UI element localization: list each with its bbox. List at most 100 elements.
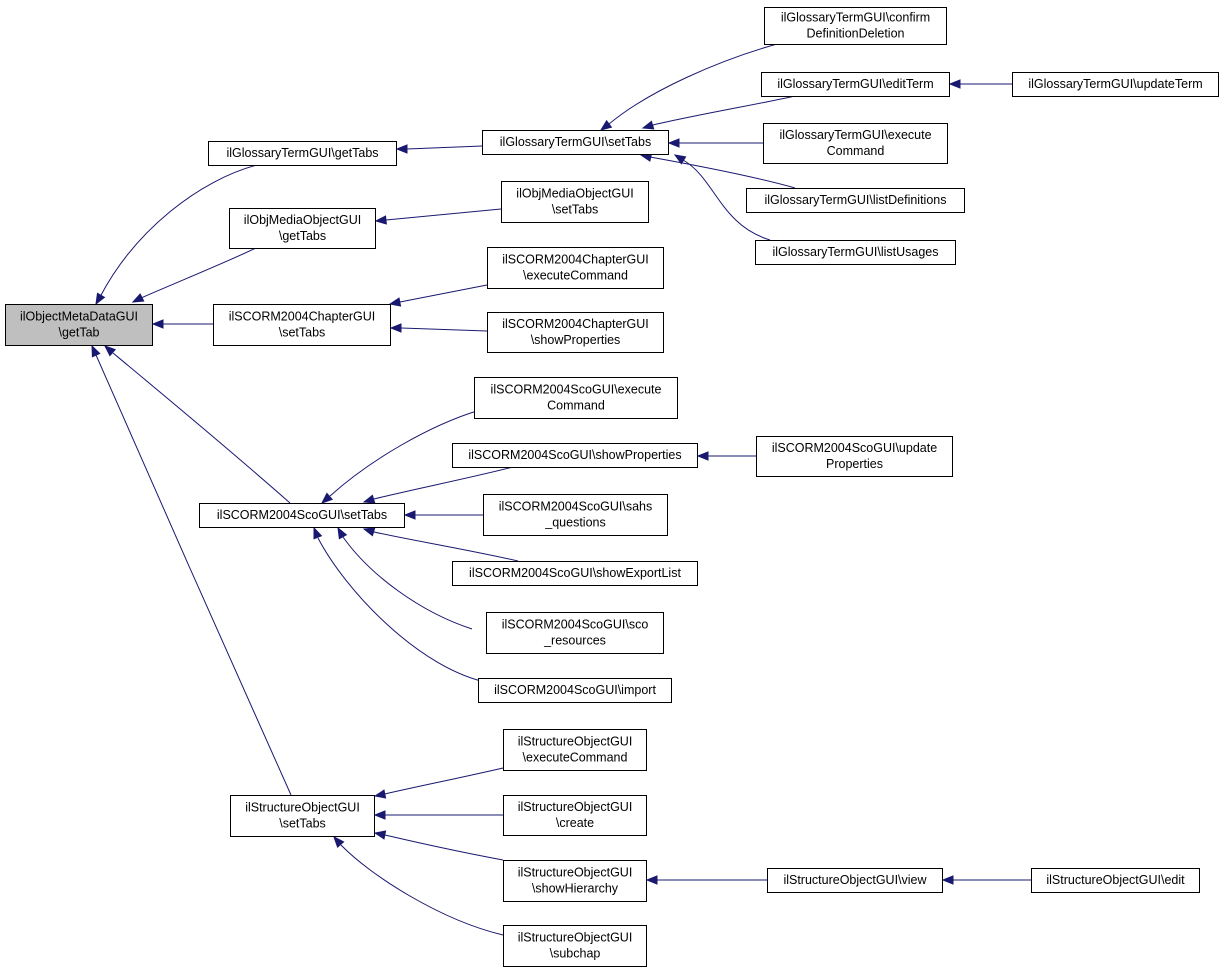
edge-line: [340, 844, 504, 936]
node-ch_show[interactable]: ilSCORM2004ChapterGUI\showProperties: [487, 312, 664, 353]
edge-gt_updateTerm-to-gt_editTerm: [948, 79, 1012, 89]
node-st_create[interactable]: ilStructureObjectGUI\create: [503, 795, 647, 836]
node-st_view[interactable]: ilStructureObjectGUI\view: [767, 868, 943, 893]
node-root[interactable]: ilObjectMetaDataGUI\getTab: [5, 304, 153, 346]
arrow-head: [645, 875, 658, 885]
node-label: \setTabs: [279, 817, 326, 831]
node-box: [199, 503, 405, 528]
edge-line: [99, 164, 258, 298]
node-label: ilSCORM2004ScoGUI\sahs: [499, 500, 653, 514]
node-box: [483, 494, 668, 536]
arrow-head: [131, 293, 145, 303]
node-label: \showProperties: [531, 333, 621, 347]
node-label: ilStructureObjectGUI: [518, 735, 633, 749]
arrow-head: [941, 875, 954, 885]
node-label: \getTabs: [279, 229, 326, 243]
node-box: [452, 561, 698, 586]
arrow-head: [641, 120, 655, 130]
node-label: ilStructureObjectGUI\view: [783, 873, 927, 887]
node-ch_exec[interactable]: ilSCORM2004ChapterGUI\executeCommand: [487, 247, 664, 289]
edge-gt_execute-to-gt_setTabs: [667, 138, 763, 148]
node-box: [474, 377, 678, 419]
arrow-head: [599, 119, 613, 131]
arrow-head: [320, 492, 334, 504]
node-label: ilSCORM2004ScoGUI\import: [494, 683, 656, 697]
node-sco_showProps[interactable]: ilSCORM2004ScoGUI\showProperties: [452, 443, 698, 468]
node-label: ilGlossaryTermGUI\updateTerm: [1028, 77, 1202, 91]
node-label: \setTabs: [552, 203, 599, 217]
edge-st_edit-to-st_view: [941, 875, 1031, 885]
edge-sco_sahs-to-sco_setTabs: [403, 510, 483, 520]
edge-gt_setTabs-to-gt_getTabs: [395, 144, 483, 154]
node-sco_res[interactable]: ilSCORM2004ScoGUI\sco _resources: [486, 612, 664, 654]
node-box: [478, 678, 672, 703]
arrow-head: [103, 345, 117, 357]
node-om_getTabs[interactable]: ilObjMediaObjectGUI\getTabs: [229, 208, 376, 249]
edge-st_exec-to-st_setTabs: [373, 767, 504, 799]
node-sco_exec[interactable]: ilSCORM2004ScoGUI\executeCommand: [474, 377, 678, 419]
node-gt_setTabs[interactable]: ilGlossaryTermGUI\setTabs: [482, 130, 669, 155]
node-box: [213, 304, 391, 346]
arrow-head: [151, 319, 164, 329]
node-box: [230, 795, 375, 837]
arrow-head: [373, 810, 386, 820]
edge-ch_show-to-ch_setTabs: [389, 323, 488, 333]
node-gt_listDefs[interactable]: ilGlossaryTermGUI\listDefinitions: [746, 188, 965, 213]
node-label: ilSCORM2004ScoGUI\execute: [491, 383, 662, 397]
node-st_subchap[interactable]: ilStructureObjectGUI\subchap: [503, 925, 647, 967]
arrow-head: [673, 154, 687, 165]
nodes-layer: ilObjectMetaDataGUI\getTab ilGlossaryTerm…: [5, 7, 1219, 967]
node-box: [764, 7, 947, 45]
node-gt_confirm[interactable]: ilGlossaryTermGUI\confirmDefinitionDelet…: [764, 7, 947, 45]
node-label: ilGlossaryTermGUI\editTerm: [777, 77, 933, 91]
arrow-head: [403, 510, 416, 520]
node-label: \executeCommand: [523, 269, 628, 283]
arrow-head: [667, 138, 680, 148]
node-label: ilGlossaryTermGUI\setTabs: [500, 135, 651, 149]
node-label: Properties: [826, 457, 883, 471]
node-sco_sahs[interactable]: ilSCORM2004ScoGUI\sahs_questions: [483, 494, 668, 536]
node-box: [501, 181, 649, 223]
node-sco_import[interactable]: ilSCORM2004ScoGUI\import: [478, 678, 672, 703]
arrow-head: [395, 144, 408, 154]
node-label: ilSCORM2004ScoGUI\showExportList: [469, 566, 681, 580]
arrow-head: [948, 79, 961, 89]
node-label: ilGlossaryTermGUI\execute: [779, 128, 931, 142]
arrow-head: [373, 789, 387, 799]
edge-sco_import-to-sco_setTabs: [313, 526, 491, 684]
node-label: \subchap: [550, 947, 601, 961]
edge-line: [112, 352, 291, 504]
node-st_setTabs[interactable]: ilStructureObjectGUI\setTabs: [230, 795, 375, 837]
node-sco_export[interactable]: ilSCORM2004ScoGUI\showExportList: [452, 561, 698, 586]
node-om_setTabs[interactable]: ilObjMediaObjectGUI\setTabs: [501, 181, 649, 223]
node-label: ilSCORM2004ScoGUI\setTabs: [217, 508, 387, 522]
node-gt_updateTerm[interactable]: ilGlossaryTermGUI\updateTerm: [1012, 72, 1219, 97]
arrow-head: [91, 344, 101, 358]
node-label: \create: [556, 816, 594, 830]
arrow-head: [373, 830, 387, 840]
arrow-head: [389, 323, 402, 333]
node-st_showHier[interactable]: ilStructureObjectGUI\showHierarchy: [503, 860, 647, 902]
edge-st_setTabs-to-root: [91, 344, 292, 796]
edge-line: [373, 531, 519, 562]
node-gt_listUsages[interactable]: ilGlossaryTermGUI\listUsages: [755, 240, 956, 265]
node-st_exec[interactable]: ilStructureObjectGUI\executeCommand: [503, 729, 647, 771]
node-sco_setTabs[interactable]: ilSCORM2004ScoGUI\setTabs: [199, 503, 405, 528]
node-st_edit[interactable]: ilStructureObjectGUI\edit: [1031, 868, 1200, 893]
edge-st_create-to-st_setTabs: [373, 810, 503, 820]
node-box: [1012, 72, 1219, 97]
edge-om_setTabs-to-om_getTabs: [374, 208, 502, 225]
node-label: _resources: [543, 634, 606, 648]
node-gt_getTabs[interactable]: ilGlossaryTermGUI\getTabs: [208, 141, 397, 166]
node-label: ilSCORM2004ScoGUI\sco: [502, 618, 649, 632]
node-gt_execute[interactable]: ilGlossaryTermGUI\executeCommand: [763, 123, 948, 164]
node-ch_setTabs[interactable]: ilSCORM2004ChapterGUI\setTabs: [213, 304, 391, 346]
edge-ch_setTabs-to-root: [151, 319, 213, 329]
node-box: [208, 141, 397, 166]
node-gt_editTerm[interactable]: ilGlossaryTermGUI\editTerm: [761, 72, 950, 97]
node-label: Command: [827, 144, 885, 158]
node-label: Command: [547, 399, 605, 413]
node-box: [503, 860, 647, 902]
